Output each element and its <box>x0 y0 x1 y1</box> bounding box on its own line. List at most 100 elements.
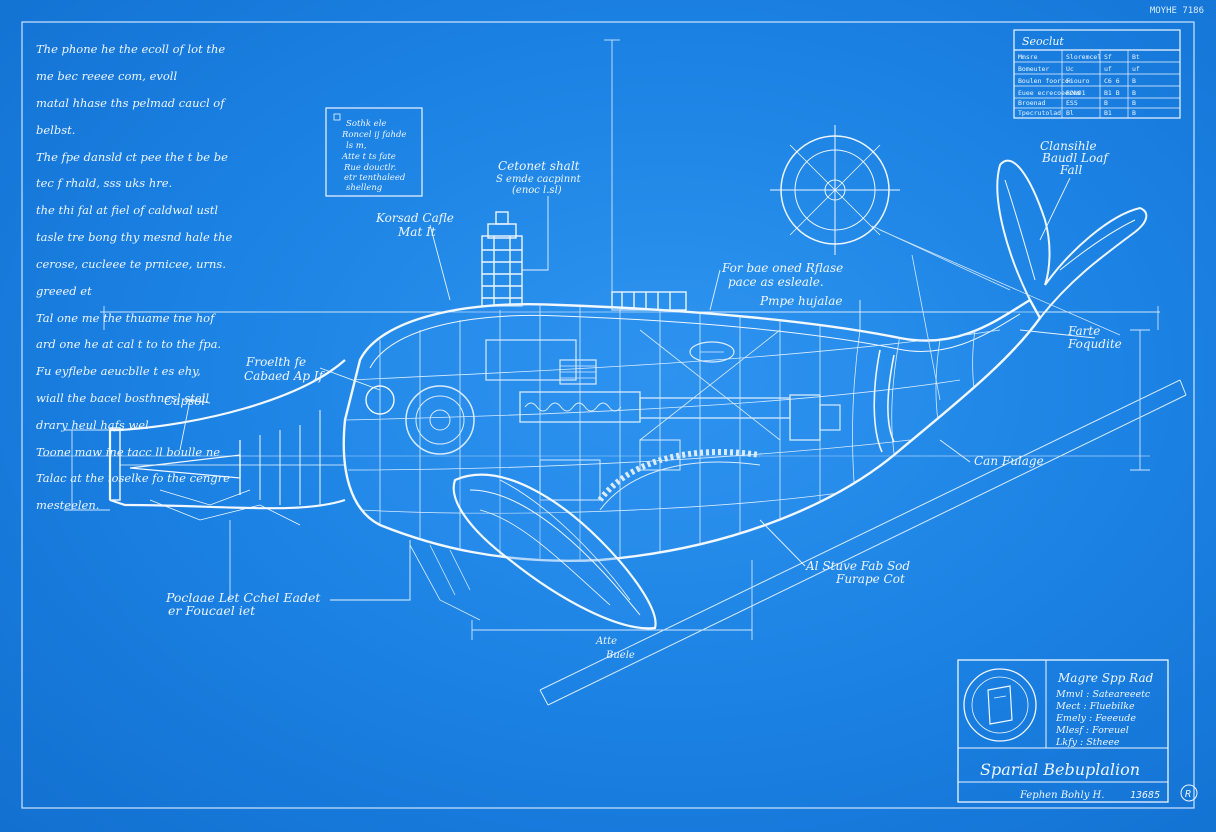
svg-text:B: B <box>1132 89 1136 97</box>
label-reflex-line2: pace as esleale. <box>728 275 824 289</box>
svg-text:Atte t ts fate: Atte t ts fate <box>341 152 396 162</box>
tail-ribs <box>873 349 895 453</box>
svg-text:Bl: Bl <box>1066 109 1074 117</box>
note-line: matal hhase ths pelmad caucl of <box>36 96 225 111</box>
label-belly-line1: Al Stuve Fab Sod <box>805 559 910 573</box>
note-line: greeed et <box>36 283 92 298</box>
note-line: tec f rhald, sss uks hre. <box>36 176 173 191</box>
hull-inner-line <box>369 313 1021 369</box>
note-line: cerose, cucleee te prnicee, urns. <box>36 256 226 271</box>
svg-text:Bomeuter: Bomeuter <box>1018 65 1049 73</box>
svg-text:Lkfy : Stheee: Lkfy : Stheee <box>1055 737 1120 748</box>
hull-frame-grid <box>344 305 1001 560</box>
stamp-text: Magre Spp Rad Mmvl : Sateareeetc Mect : … <box>980 671 1191 801</box>
leader-lines <box>179 177 1096 601</box>
note-line: wiall the bacel bosthnesl stell <box>36 390 210 405</box>
svg-text:Mmvl : Sateareeetc: Mmvl : Sateareeetc <box>1055 689 1151 700</box>
tower-structure <box>481 211 523 307</box>
svg-text:B: B <box>1132 99 1136 107</box>
title-block-frame <box>1013 29 1181 119</box>
note-line: mesteelen. <box>36 498 100 513</box>
label-forehead-line2: Cabaed Ap If <box>244 369 326 383</box>
lower-fin-hatch <box>409 544 481 621</box>
label-tower-line1: Korsad Cafle <box>375 211 454 225</box>
title-block-text: Seoclut Mmsre Sloremcel Sf Bt Bomeuter U… <box>1018 35 1140 117</box>
stamp-name: Sparial Bebuplalion <box>980 760 1140 779</box>
note-box-frame <box>325 107 423 197</box>
svg-text:C6 6: C6 6 <box>1104 77 1120 85</box>
label-fin-line1: Clansihle <box>1040 139 1097 153</box>
note-line: Toone maw ine tacc ll boulle ne <box>36 444 221 459</box>
svg-text:Fiouro: Fiouro <box>1066 77 1090 85</box>
svg-text:Broenad: Broenad <box>1018 99 1045 107</box>
label-exhaust-line1: Cetonet shalt <box>498 159 580 173</box>
compass-rose <box>770 125 900 255</box>
svg-text:ls m,: ls m, <box>346 141 367 151</box>
note-box-text: Sothk ele Roncel ij fahde ls m, Atte t t… <box>341 119 406 193</box>
svg-text:ESS: ESS <box>1066 99 1078 107</box>
label-tower-line2: Mat It <box>397 225 436 239</box>
stamp-number: 13685 <box>1130 790 1160 801</box>
whale-hull <box>342 298 1042 562</box>
label-fin-line2: Baudl Loaf <box>1041 151 1110 165</box>
svg-text:Sothk ele: Sothk ele <box>346 119 386 129</box>
note-line: Talac at the ioselke fo the cengre <box>36 471 230 486</box>
note-line: ard one he at cal t to to the fpa. <box>36 337 222 352</box>
sheet-border <box>21 21 1195 809</box>
svg-text:B1 B: B1 B <box>1104 89 1120 97</box>
label-capsule: Capsol <box>164 394 205 408</box>
svg-text:B: B <box>1132 109 1136 117</box>
svg-text:Mect : Fluebilke: Mect : Fluebilke <box>1055 701 1135 712</box>
stamp-subtitle: Fephen Bohly H. <box>1019 790 1104 801</box>
right-dimension <box>1130 329 1150 471</box>
svg-text:B1: B1 <box>1104 109 1112 117</box>
note-line: me bec reeee com, evoll <box>36 69 178 84</box>
svg-text:Rue douctlr.: Rue douctlr. <box>343 163 396 173</box>
label-reflex-line1: For bae oned Rflase <box>721 261 843 275</box>
note-line: tasle tre bong thy mesnd hale the <box>36 230 233 245</box>
svg-text:Euee ecrecoeeres: Euee ecrecoeeres <box>1018 89 1081 97</box>
svg-text:Bt: Bt <box>1132 53 1140 61</box>
tail-fluke <box>996 159 1148 319</box>
label-exhaust-line2: S emde cacpinnt <box>496 174 582 185</box>
svg-text:Mmsre: Mmsre <box>1018 53 1038 61</box>
svg-text:Boulen foorcon: Boulen foorcon <box>1018 77 1073 85</box>
svg-text:shelleng: shelleng <box>346 183 383 193</box>
whale-head <box>108 359 395 526</box>
handwritten-notes: The phone he the ecoll of lot the me bec… <box>36 30 268 526</box>
registered-mark-icon: R <box>1185 789 1191 800</box>
label-belly-line2: Furape Cot <box>835 572 905 586</box>
note-line: The fpe dansld ct pee the t be be <box>36 149 228 164</box>
label-frame-line1: Farte <box>1067 324 1100 338</box>
svg-text:Sloremcel: Sloremcel <box>1066 53 1101 61</box>
label-fuselage: Can Fulage <box>974 454 1044 468</box>
svg-text:Uc: Uc <box>1066 65 1074 73</box>
label-pectoral-line1: Poclaae Let Cchel Eadet <box>165 590 321 605</box>
note-line: Tal one me the thuame tne hof <box>36 310 215 325</box>
label-exhaust-line3: (enoc l.sl) <box>512 185 562 196</box>
svg-text:uf: uf <box>1132 65 1140 73</box>
svg-text:uf: uf <box>1104 65 1112 73</box>
svg-text:etr tenthaleed: etr tenthaleed <box>344 173 406 183</box>
pectoral-fin <box>452 473 657 630</box>
label-forehead-line1: Froelth fe <box>245 355 306 369</box>
note-line: belbst. <box>36 122 76 137</box>
label-fin-line3: Fall <box>1059 163 1083 177</box>
title-block-header: Seoclut <box>1022 35 1064 48</box>
top-dimension <box>100 39 1160 330</box>
diagonal-dimension <box>539 379 1187 706</box>
stamp-title: Magre Spp Rad <box>1057 671 1154 685</box>
label-frame-line2: Foqudite <box>1067 337 1122 351</box>
svg-text:Tpecrutolad: Tpecrutolad <box>1018 109 1061 117</box>
svg-text:B: B <box>1104 99 1108 107</box>
note-line: Fu eyflebe aeucblle t es ehy, <box>36 364 201 379</box>
label-pectoral-line2: er Foucael iet <box>168 603 256 618</box>
diagram-labels: Cetonet shalt S emde cacpinnt (enoc l.sl… <box>164 139 1122 661</box>
note-line: drary heul hafs wel <box>36 417 149 432</box>
label-port: Pmpe hujalae <box>759 294 842 308</box>
stamp-block-frame <box>957 659 1198 803</box>
sheet-corner-id: MOYHE 7186 <box>1149 6 1204 16</box>
svg-text:Roncel ij fahde: Roncel ij fahde <box>341 130 406 140</box>
